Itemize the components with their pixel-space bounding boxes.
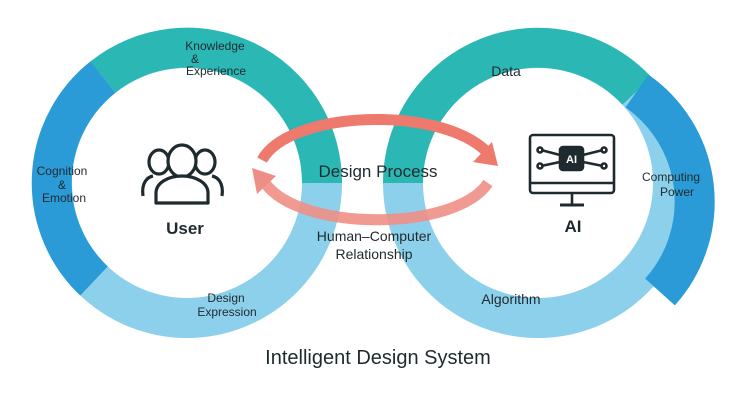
design-process-arrows <box>252 113 498 226</box>
design-expression-label-line2: Expression <box>197 305 256 319</box>
design-expression-label-line1: Design <box>207 291 244 305</box>
knowledge-label-line2: & <box>191 52 199 66</box>
cognition-label-line1: Cognition <box>37 164 88 178</box>
user-group-icon <box>141 143 224 205</box>
computing-power-label-line2: Power <box>660 185 694 199</box>
arrow-top-head <box>473 142 498 166</box>
arrow-bottom <box>260 179 493 226</box>
right-ring-teal-arc <box>382 27 652 184</box>
cognition-label-line3: Emotion <box>42 191 86 205</box>
ai-chip-label: AI <box>566 154 577 166</box>
right-ring-blue-arc <box>625 74 715 306</box>
left-ring-blue-arc <box>31 61 116 296</box>
knowledge-label-line3: Experience <box>186 64 246 78</box>
ai-label: AI <box>565 217 582 236</box>
knowledge-label-line1: Knowledge <box>185 39 245 53</box>
computing-power-label-line1: Computing <box>642 170 700 184</box>
left-ring-teal-arc <box>90 27 343 184</box>
algorithm-label: Algorithm <box>481 291 540 307</box>
arrow-top <box>257 113 491 164</box>
right-ring <box>382 27 715 338</box>
hcr-label-line1: Human–Computer <box>317 228 432 244</box>
data-label: Data <box>491 63 521 79</box>
left-ring <box>31 27 343 338</box>
diagram-title: Intelligent Design System <box>265 347 491 369</box>
hcr-label-line2: Relationship <box>335 246 412 262</box>
user-label: User <box>166 219 204 238</box>
ai-monitor-icon <box>528 133 616 207</box>
design-process-label: Design Process <box>318 162 437 181</box>
cognition-label-line2: & <box>58 178 66 192</box>
arrow-bottom-head <box>252 168 276 194</box>
